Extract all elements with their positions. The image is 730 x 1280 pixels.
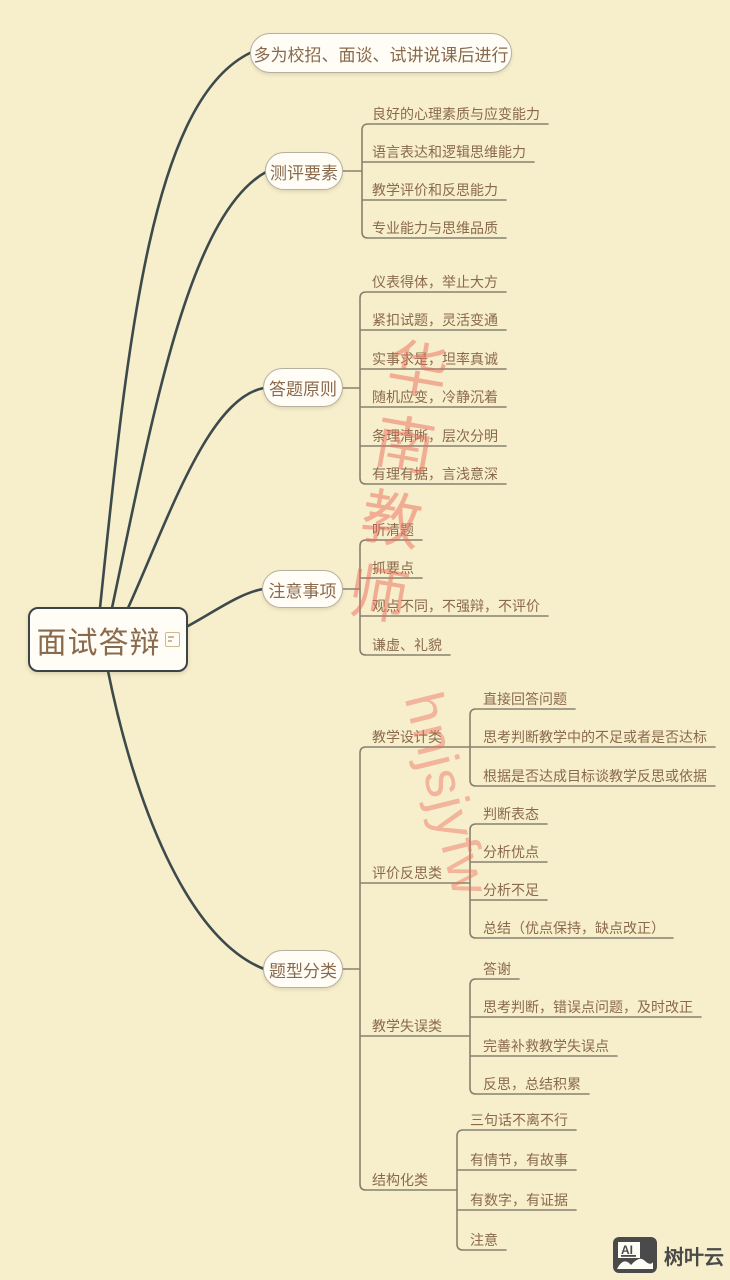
subbranch-node-review[interactable]: 评价反思类 [372,865,442,881]
leaf-node[interactable]: 听清题 [372,522,414,538]
subbranch-node-design[interactable]: 教学设计类 [372,729,442,745]
brand-logo: AI 树叶云 [612,1236,724,1274]
branch-label: 测评要素 [270,163,338,183]
branch-node-when[interactable]: 多为校招、面谈、试讲说课后进行 [250,33,512,73]
branch-node-elements[interactable]: 测评要素 [265,152,343,190]
leaf-node[interactable]: 分析不足 [483,882,539,898]
leaf-node[interactable]: 思考判断，错误点问题，及时改正 [483,999,693,1015]
branch-node-principles[interactable]: 答题原则 [263,368,343,407]
root-label: 面试答辩 [36,626,161,660]
leaf-node[interactable]: 条理清晰，层次分明 [372,428,498,444]
leaf-node[interactable]: 答谢 [483,961,511,977]
picture-ai-icon: AI [613,1237,657,1273]
leaf-node[interactable]: 三句话不离不行 [470,1112,568,1128]
leaf-node[interactable]: 直接回答问题 [483,691,567,707]
leaf-node[interactable]: 总结（优点保持，缺点改正） [483,920,665,936]
leaf-node[interactable]: 根据是否达成目标谈教学反思或依据 [483,768,707,784]
leaf-node[interactable]: 判断表态 [483,806,539,822]
leaf-node[interactable]: 紧扣试题，灵活变通 [372,312,498,328]
leaf-node[interactable]: 注意 [470,1232,498,1248]
leaf-node[interactable]: 专业能力与思维品质 [372,220,498,236]
leaf-node[interactable]: 思考判断教学中的不足或者是否达标 [483,729,707,745]
leaf-node[interactable]: 完善补救教学失误点 [483,1038,609,1054]
leaf-node[interactable]: 语言表达和逻辑思维能力 [372,144,526,160]
main-branch-curves [98,50,268,971]
subbranch-node-structured[interactable]: 结构化类 [372,1172,428,1188]
branch-label: 多为校招、面谈、试讲说课后进行 [253,45,509,65]
root-node[interactable]: 面试答辩 [28,607,188,672]
leaf-node[interactable]: 有数字，有证据 [470,1192,568,1208]
leaf-node[interactable]: 实事求是，坦率真诚 [372,351,498,367]
leaf-node[interactable]: 有理有据，言浅意深 [372,466,498,482]
branch-label: 答题原则 [269,380,337,399]
branch-label: 注意事项 [268,581,337,601]
leaf-node[interactable]: 教学评价和反思能力 [372,182,498,198]
logo-ai-text: AI [621,1243,633,1257]
leaf-node[interactable]: 观点不同，不强辩，不评价 [372,598,540,614]
leaf-node[interactable]: 有情节，有故事 [470,1152,568,1168]
branch-label: 题型分类 [269,961,337,981]
leaf-node[interactable]: 谦虚、礼貌 [372,637,442,653]
leaf-node[interactable]: 分析优点 [483,844,539,860]
subbranch-node-mistake[interactable]: 教学失误类 [372,1018,442,1034]
note-icon[interactable] [164,632,180,647]
leaf-node[interactable]: 反思，总结积累 [483,1076,581,1092]
brand-name: 树叶云 [664,1246,724,1269]
branch-node-types[interactable]: 题型分类 [263,950,343,988]
leaf-node[interactable]: 良好的心理素质与应变能力 [372,106,540,122]
leaf-node[interactable]: 随机应变，冷静沉着 [372,389,498,405]
branch-node-notes[interactable]: 注意事项 [262,570,343,608]
leaf-node[interactable]: 抓要点 [372,560,414,576]
leaf-node[interactable]: 仪表得体，举止大方 [372,274,498,290]
